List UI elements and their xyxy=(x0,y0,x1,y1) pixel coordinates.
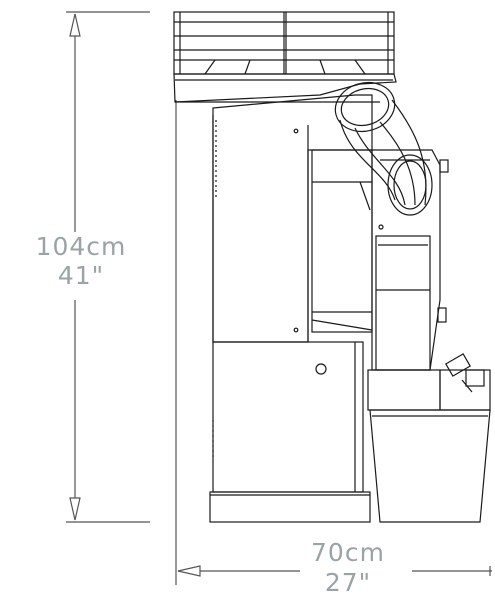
width-dimension xyxy=(175,100,492,585)
middle-frame xyxy=(311,149,373,333)
width-cm-label: 70cm xyxy=(311,538,385,567)
width-inch-label: 27" xyxy=(324,568,372,597)
discharge-pipe xyxy=(334,81,433,216)
height-dimension xyxy=(66,11,150,523)
side-valve xyxy=(445,353,485,393)
top-grille xyxy=(173,11,395,75)
hopper-unit xyxy=(371,149,449,371)
hood xyxy=(173,73,397,103)
bottom-container xyxy=(367,369,491,523)
height-inch-label: 41" xyxy=(57,261,105,290)
base xyxy=(209,491,371,523)
lower-body xyxy=(212,341,364,493)
height-cm-label: 104cm xyxy=(35,232,127,261)
upper-body xyxy=(212,94,373,343)
